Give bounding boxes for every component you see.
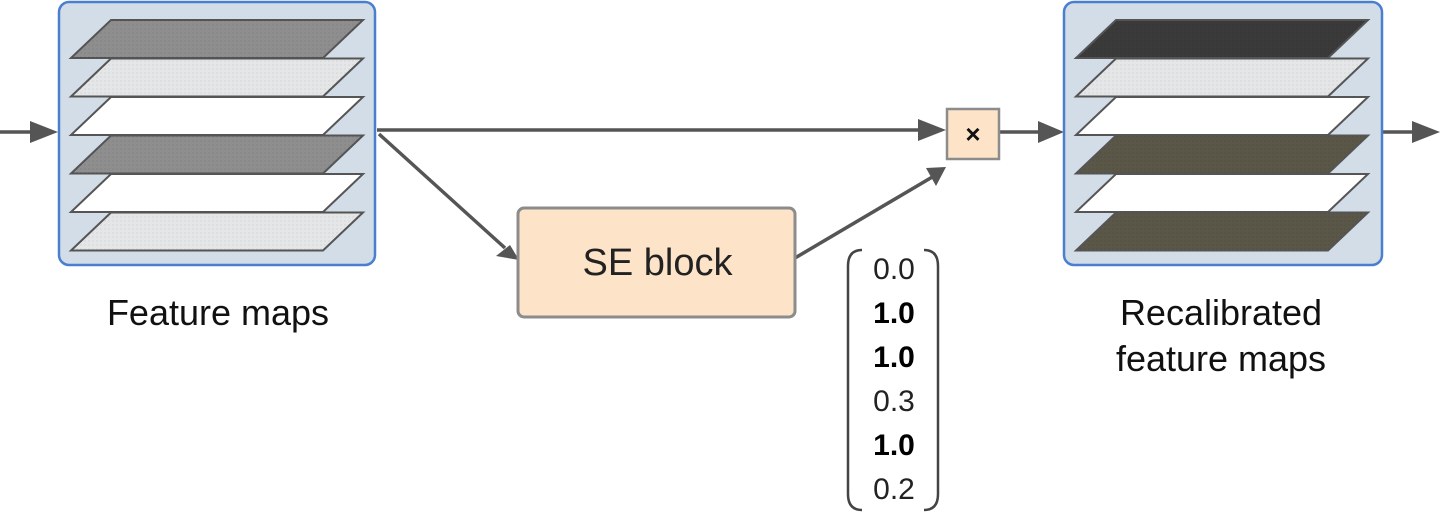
feature-maps-stack (68, 19, 366, 252)
feature-map-texture (1076, 58, 1368, 97)
weight-value: 0.3 (873, 385, 915, 418)
feature-map-texture (71, 135, 363, 174)
feature-map-texture (1076, 135, 1368, 174)
se-block-label: SE block (582, 242, 733, 284)
se-block (516, 206, 797, 319)
flow-arrows (0, 119, 1440, 260)
recalibrated-label: Recalibrated feature maps (1060, 290, 1382, 382)
skip-arrowhead (918, 119, 946, 141)
from-se-arrow (794, 174, 935, 260)
weight-value: 1.0 (873, 297, 915, 330)
feature-map-layer (1073, 173, 1371, 213)
feature-map-texture (1076, 20, 1368, 58)
recalibrated-stack (1073, 19, 1371, 252)
feature-map-texture (71, 20, 363, 58)
multiply-box (945, 107, 1001, 161)
feature-map-texture (1076, 212, 1368, 251)
mult-out-arrowhead (1038, 121, 1064, 143)
recalibrated-label-line2: feature maps (1115, 338, 1327, 379)
weight-value: 1.0 (873, 341, 915, 374)
weights-left-bracket (846, 248, 863, 512)
to-se-arrowhead (496, 245, 519, 260)
weight-value: 0.2 (873, 473, 915, 506)
weights-right-bracket (923, 248, 940, 512)
weight-value: 1.0 (873, 429, 915, 462)
output-arrowhead (1412, 121, 1440, 143)
feature-map-layer (68, 173, 366, 213)
to-se-arrow (377, 132, 507, 250)
multiply-symbol: × (965, 119, 981, 149)
recalibrated-label-line1: Recalibrated (1119, 292, 1323, 333)
weight-value: 0.0 (873, 253, 915, 286)
from-se-arrowhead (926, 167, 946, 186)
feature-map-layer (68, 96, 366, 136)
feature-map-texture (71, 212, 363, 251)
feature-map-layer (1073, 96, 1371, 136)
feature-map-texture (71, 58, 363, 97)
weights-vector: 0.0 1.0 1.0 0.3 1.0 0.2 (858, 248, 930, 512)
feature-maps-label: Feature maps (106, 292, 330, 333)
input-arrowhead (30, 121, 58, 143)
